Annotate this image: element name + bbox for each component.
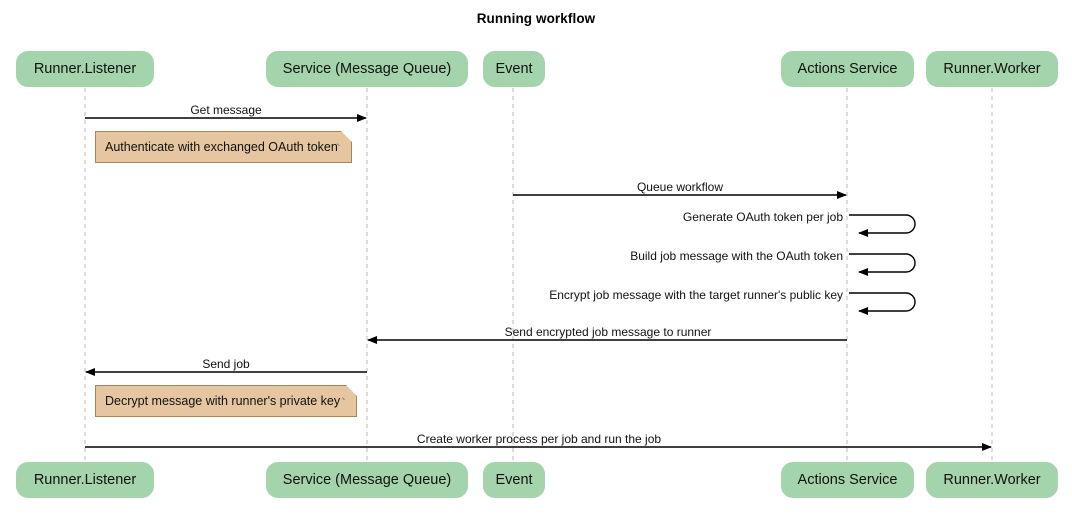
participant-label: Actions Service: [797, 472, 898, 488]
participant-label: Runner.Listener: [33, 61, 137, 77]
note-text: Decrypt message with runner's private ke…: [105, 394, 341, 408]
participant-actions-service-top[interactable]: Actions Service: [781, 51, 914, 87]
participant-label: Runner.Listener: [33, 472, 137, 488]
participant-runner-worker-bottom[interactable]: Runner.Worker: [926, 462, 1058, 498]
message-label-create-worker-process-per-job-and-run-the-job: Create worker process per job and run th…: [416, 432, 662, 446]
note-text: Authenticate with exchanged OAuth token: [105, 140, 338, 154]
lifelines: [84, 88, 993, 462]
page-title: Running workflow: [476, 11, 596, 26]
self-message-encrypt-job-message-with-the-target-runners-public-key: [849, 292, 916, 315]
message-label-build-job-message-with-the-oauth-token: Build job message with the OAuth token: [630, 249, 843, 263]
participant-runner-worker-top[interactable]: Runner.Worker: [926, 51, 1058, 87]
participant-label: Event: [495, 61, 533, 77]
participant-service-message-queue-bottom[interactable]: Service (Message Queue): [266, 462, 468, 498]
note-decrypt-message-with-runners-private-key: Decrypt message with runner's private ke…: [95, 385, 357, 417]
note-fold-edge-icon: [342, 385, 357, 400]
note-authenticate-with-exchanged-oauth-token: Authenticate with exchanged OAuth token: [95, 131, 352, 163]
participant-event-bottom[interactable]: Event: [483, 462, 545, 498]
message-label-encrypt-job-message-with-the-target-runners-public-key: Encrypt job message with the target runn…: [549, 288, 843, 302]
participant-label: Runner.Worker: [943, 472, 1041, 488]
message-label-queue-workflow: Queue workflow: [636, 180, 724, 194]
note-fold-edge-icon: [337, 131, 352, 146]
message-label-generate-oauth-token-per-job: Generate OAuth token per job: [682, 210, 843, 224]
participant-label: Service (Message Queue): [282, 472, 452, 488]
message-arrows: [85, 114, 992, 451]
participant-label: Runner.Worker: [943, 61, 1041, 77]
message-label-send-encrypted-job-message-to-runner: Send encrypted job message to runner: [504, 325, 712, 339]
self-message-generate-oauth-token-per-job: [849, 214, 916, 237]
participant-label: Actions Service: [797, 61, 898, 77]
participant-runner-listener-top[interactable]: Runner.Listener: [16, 51, 154, 87]
participant-runner-listener-bottom[interactable]: Runner.Listener: [16, 462, 154, 498]
participant-actions-service-bottom[interactable]: Actions Service: [781, 462, 914, 498]
participant-event-top[interactable]: Event: [483, 51, 545, 87]
participant-label: Event: [495, 472, 533, 488]
participant-label: Service (Message Queue): [282, 61, 452, 77]
message-label-send-job: Send job: [202, 357, 250, 371]
participant-service-message-queue-top[interactable]: Service (Message Queue): [266, 51, 468, 87]
message-label-get-message: Get message: [190, 103, 262, 117]
self-message-build-job-message-with-the-oauth-token: [849, 253, 916, 276]
